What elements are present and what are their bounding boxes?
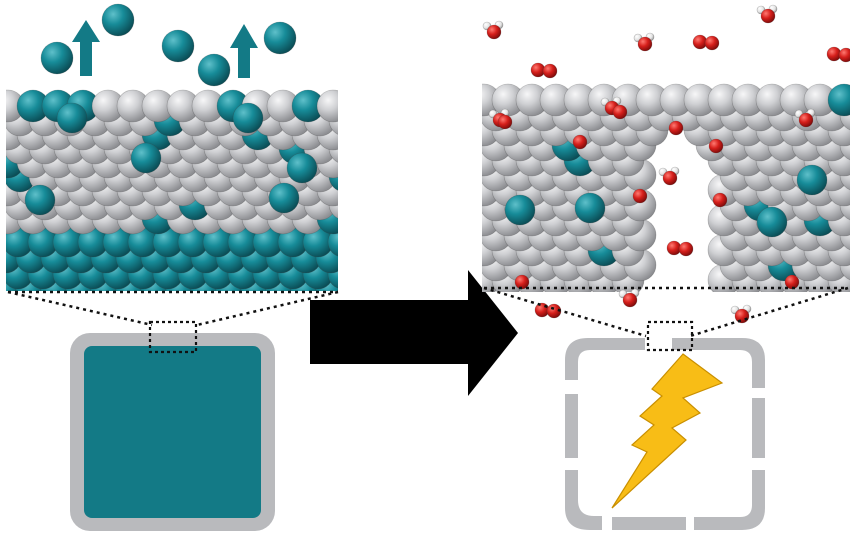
- right-zoom-callout: [483, 286, 849, 338]
- oxygen-atom: [712, 192, 728, 208]
- oxygen-atom: [838, 47, 850, 63]
- teal-atom: [327, 227, 338, 257]
- oxygen-atom-icon: [632, 188, 648, 204]
- dissolving-atom: [40, 41, 74, 75]
- oxygen-atom-icon: [572, 134, 588, 150]
- up-arrow-icon: [72, 20, 100, 76]
- oxygen-atom-icon: [668, 120, 684, 136]
- teal-atom: [827, 83, 850, 117]
- water-molecule-icon: [482, 20, 504, 40]
- oxygen-atom: [497, 114, 513, 130]
- water-molecule-icon: [658, 166, 680, 186]
- left-dissolving-atoms: [40, 3, 297, 87]
- oxygen-atom: [546, 303, 562, 319]
- water-molecule-icon: [730, 304, 752, 324]
- left-zoom-callout: [7, 290, 339, 327]
- up-arrow-icon: [230, 24, 258, 78]
- oxygen-atom: [704, 35, 720, 51]
- water-molecule-icon: [618, 288, 640, 308]
- right-atomic-surface: [482, 83, 850, 292]
- teal-atom: [232, 102, 264, 134]
- oxygen-atom: [734, 308, 750, 324]
- dissolving-atom: [263, 21, 297, 55]
- core-shell-particle: [70, 320, 275, 531]
- teal-atom: [24, 184, 56, 216]
- transition-arrow-icon: [310, 270, 518, 396]
- teal-atom: [130, 142, 162, 174]
- oxygen-molecule-icon: [666, 240, 694, 257]
- oxygen-atom: [622, 292, 638, 308]
- metal-atom: [316, 89, 338, 123]
- oxygen-atom: [798, 112, 814, 128]
- oxygen-atom: [708, 138, 724, 154]
- teal-atom: [756, 206, 788, 238]
- water-molecule-icon: [633, 32, 655, 52]
- teal-atom: [796, 164, 828, 196]
- dissolving-atom: [161, 29, 195, 63]
- oxygen-atom: [678, 241, 694, 257]
- oxygen-molecule-icon: [530, 62, 558, 79]
- dissolving-atom: [101, 3, 135, 37]
- oxygen-atom-icon: [612, 104, 628, 120]
- oxygen-atom: [572, 134, 588, 150]
- oxygen-atom: [668, 120, 684, 136]
- water-molecule-icon: [794, 108, 816, 128]
- oxygen-atom-icon: [497, 114, 513, 130]
- oxygen-atom: [486, 24, 502, 40]
- teal-atom: [268, 182, 300, 214]
- oxygen-atom: [542, 63, 558, 79]
- oxygen-atom: [662, 170, 678, 186]
- oxygen-atom: [760, 8, 776, 24]
- particle-core: [84, 346, 261, 518]
- oxygen-species: [482, 4, 850, 324]
- water-molecule-icon: [756, 4, 778, 24]
- dissolving-atom: [197, 53, 231, 87]
- oxygen-molecule-icon: [692, 34, 720, 51]
- teal-atom: [574, 192, 606, 224]
- oxygen-atom-icon: [708, 138, 724, 154]
- oxygen-atom: [612, 104, 628, 120]
- left-atomic-surface: [6, 89, 338, 291]
- oxygen-atom: [637, 36, 653, 52]
- teal-atom: [286, 152, 318, 184]
- oxygen-molecule-icon: [826, 46, 850, 63]
- oxygen-atom-icon: [712, 192, 728, 208]
- teal-atom: [504, 194, 536, 226]
- oxygen-atom: [632, 188, 648, 204]
- lightning-bolt-icon: [611, 353, 724, 509]
- teal-atom: [56, 102, 88, 134]
- dealloyed-particle: [565, 320, 765, 530]
- zoom-box: [148, 320, 198, 354]
